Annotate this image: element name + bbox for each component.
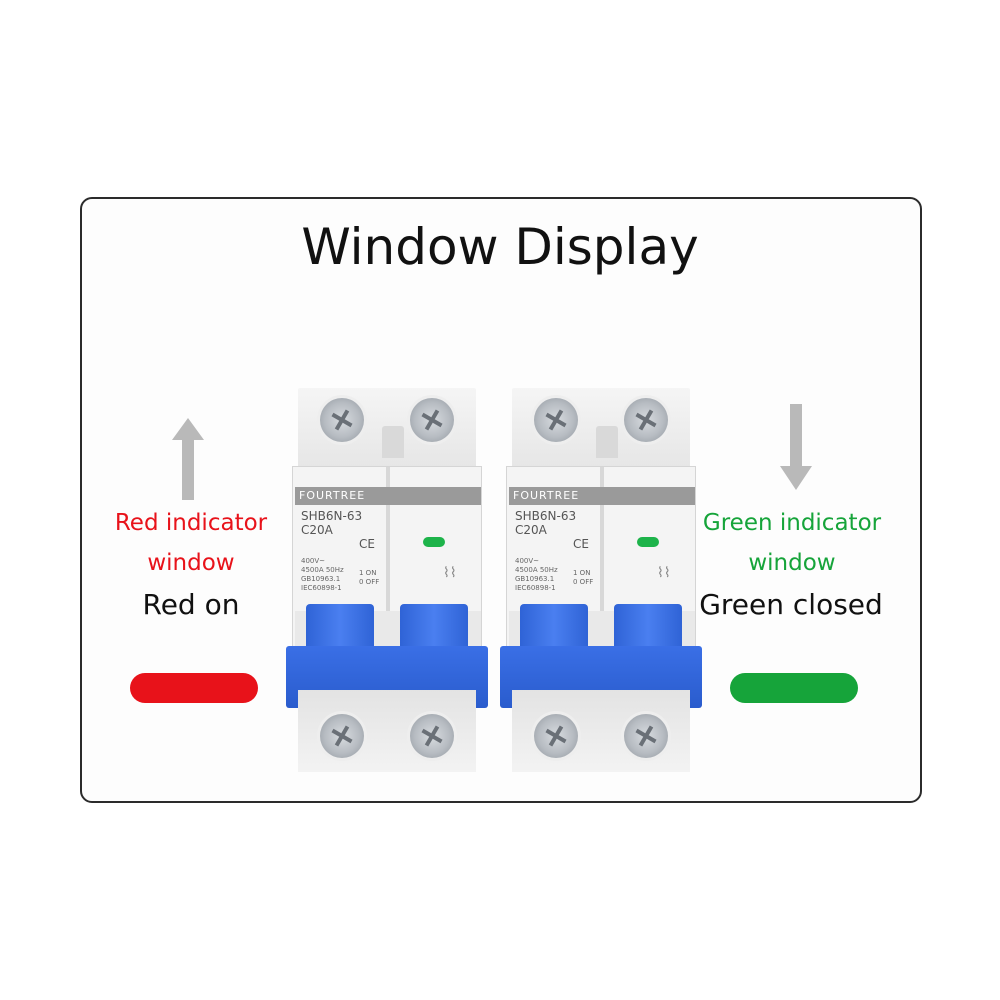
page-title: Window Display xyxy=(301,218,699,276)
breaker-model: SHB6N-63 C20A xyxy=(301,509,362,537)
spec-capacity: 4500A 50Hz xyxy=(301,566,344,574)
green-indicator-label-line2: window xyxy=(748,550,836,576)
breaker-model-number: SHB6N-63 xyxy=(515,509,577,523)
spec-voltage: 400V~ xyxy=(515,557,540,565)
display-frame xyxy=(80,197,922,803)
breaker-brand: FOURTREE xyxy=(295,487,481,505)
breaker-model-number: SHB6N-63 xyxy=(301,509,363,523)
breaker-rating: C20A xyxy=(301,523,333,537)
breaker-top-terminal xyxy=(298,388,476,468)
breaker-top-terminal xyxy=(512,388,690,468)
spec-standard-iec: IEC60898-1 xyxy=(301,584,342,592)
screw-icon xyxy=(320,398,364,442)
circuit-breaker-left: FOURTREE SHB6N-63 C20A CE 400V~ 4500A 50… xyxy=(286,388,488,772)
breaker-brand: FOURTREE xyxy=(509,487,695,505)
breaker-notch xyxy=(596,426,618,458)
screw-icon xyxy=(410,714,454,758)
green-indicator-label-line1: Green indicator xyxy=(702,510,882,536)
spec-voltage: 400V~ xyxy=(301,557,326,565)
breaker-bottom-terminal xyxy=(298,690,476,772)
off-label: 0 OFF xyxy=(573,578,594,586)
on-label: 1 ON xyxy=(359,569,377,577)
arrow-down-icon xyxy=(780,404,812,490)
red-indicator-pill xyxy=(130,673,258,703)
indicator-window xyxy=(423,537,445,547)
spec-standard-iec: IEC60898-1 xyxy=(515,584,556,592)
on-label: 1 ON xyxy=(573,569,591,577)
breaker-rating: C20A xyxy=(515,523,547,537)
circuit-symbol-icon: ⌇⌇ xyxy=(657,565,671,581)
spec-standard-gb: GB10963.1 xyxy=(301,575,341,583)
ce-mark: CE xyxy=(573,537,589,551)
spec-capacity: 4500A 50Hz xyxy=(515,566,558,574)
circuit-breaker-right: FOURTREE SHB6N-63 C20A CE 400V~ 4500A 50… xyxy=(500,388,702,772)
breaker-model: SHB6N-63 C20A xyxy=(515,509,576,537)
ce-mark: CE xyxy=(359,537,375,551)
red-indicator-label-line2: window xyxy=(147,550,235,576)
screw-icon xyxy=(624,398,668,442)
breaker-spec: 400V~ 4500A 50Hz GB10963.1 IEC60898-1 xyxy=(301,557,344,593)
breaker-pole-divider xyxy=(600,467,604,693)
screw-icon xyxy=(320,714,364,758)
on-off-legend: 1 ON 0 OFF xyxy=(359,569,379,587)
on-off-legend: 1 ON 0 OFF xyxy=(573,569,593,587)
breaker-notch xyxy=(382,426,404,458)
circuit-symbol-icon: ⌇⌇ xyxy=(443,565,457,581)
red-state-text: Red on xyxy=(142,588,240,621)
arrow-up-icon xyxy=(172,418,204,500)
breaker-bottom-terminal xyxy=(512,690,690,772)
indicator-window xyxy=(637,537,659,547)
spec-standard-gb: GB10963.1 xyxy=(515,575,555,583)
screw-icon xyxy=(410,398,454,442)
breaker-spec: 400V~ 4500A 50Hz GB10963.1 IEC60898-1 xyxy=(515,557,558,593)
red-indicator-label-line1: Red indicator xyxy=(114,510,268,536)
green-state-text: Green closed xyxy=(699,588,883,621)
screw-icon xyxy=(534,714,578,758)
breaker-pole-divider xyxy=(386,467,390,693)
green-indicator-pill xyxy=(730,673,858,703)
screw-icon xyxy=(534,398,578,442)
off-label: 0 OFF xyxy=(359,578,380,586)
screw-icon xyxy=(624,714,668,758)
